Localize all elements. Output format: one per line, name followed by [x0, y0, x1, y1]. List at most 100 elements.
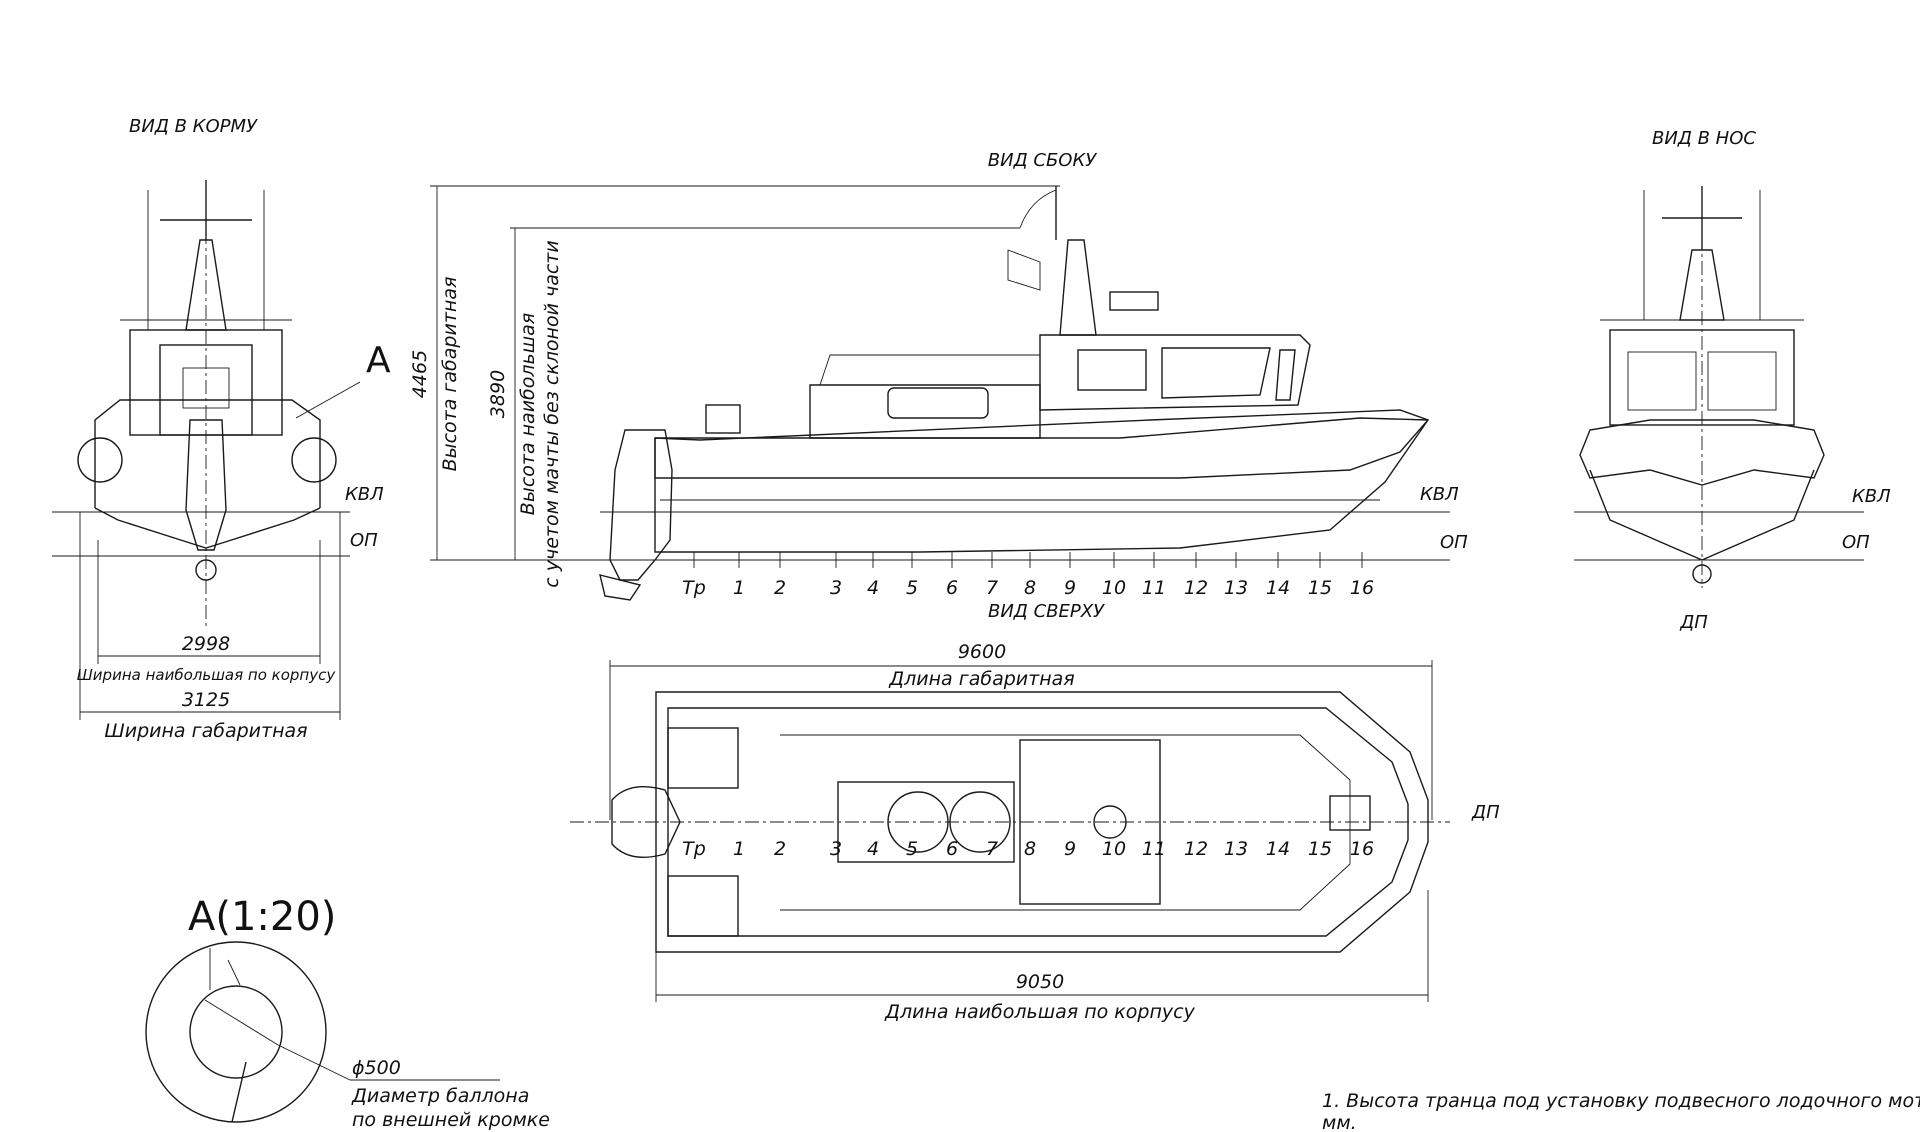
top-frame-marks: Тр 1 2 3 4 5 6 7 8 9 10 11 12 13 14 15 1… — [682, 838, 1374, 860]
top-dp-label: ДП — [1471, 802, 1500, 823]
bow-propeller-icon — [1692, 564, 1712, 584]
top-stern-box-left — [667, 727, 739, 789]
side-frame-label: 5 — [906, 577, 918, 599]
stern-view-title: ВИД В КОРМУ — [129, 116, 258, 137]
side-frame-label: 6 — [946, 577, 958, 599]
mast-height-label-1: Высота наибольшая — [517, 313, 539, 515]
top-frame-label: 2 — [774, 838, 786, 860]
detail-hull-edge — [231, 1061, 247, 1123]
stern-dim-hull-beam-value: 2998 — [182, 633, 230, 655]
top-dim-overall-length-value: 9600 — [958, 641, 1006, 663]
top-frame-label: 11 — [1142, 838, 1166, 860]
side-frame-label: 13 — [1224, 577, 1248, 599]
side-propeller-icon — [599, 574, 642, 601]
top-frame-label: 5 — [906, 838, 918, 860]
top-liferaft-icon — [949, 791, 1011, 853]
side-kvl-label: КВЛ — [1420, 484, 1459, 505]
top-frame-label: 10 — [1102, 838, 1126, 860]
side-frame-label: 9 — [1064, 577, 1076, 599]
side-frame-label: 1 — [733, 577, 745, 599]
bow-mast — [1679, 249, 1725, 321]
side-frame-marks: Тр 1 2 3 4 5 6 7 8 9 10 11 12 1 — [682, 552, 1374, 599]
bow-tube — [1579, 419, 1825, 486]
bow-view-title: ВИД В НОС — [1652, 128, 1756, 149]
top-view-title: ВИД СВЕРХУ — [988, 601, 1105, 622]
top-frame-label: 6 — [946, 838, 958, 860]
stern-hull-side — [94, 399, 321, 508]
side-view: ВИД СБОКУ КВЛ ОП Тр 1 — [430, 150, 1468, 601]
top-cabin — [1019, 739, 1161, 905]
detail-diameter-line — [204, 999, 279, 1046]
bow-kvl-label: КВЛ — [1852, 486, 1891, 507]
side-view-title: ВИД СБОКУ — [988, 150, 1097, 171]
stern-tube-left — [77, 437, 123, 483]
top-frame-label: 8 — [1024, 838, 1036, 860]
detail-outer-circle — [145, 941, 327, 1123]
top-frame-label: Тр — [682, 838, 706, 860]
side-frame-label: 10 — [1102, 577, 1126, 599]
height-dimensions: 4465 Высота габаритная 3890 Высота наибо… — [409, 185, 1060, 588]
top-hull-outline — [655, 691, 1429, 953]
top-dim-hull-length-value: 9050 — [1016, 971, 1064, 993]
top-bow-hatch — [1329, 795, 1371, 831]
stern-mast — [185, 239, 227, 331]
stern-door — [159, 344, 253, 436]
stern-dim-overall-beam-value: 3125 — [182, 689, 230, 711]
side-frame-label: 8 — [1024, 577, 1036, 599]
side-window-3 — [1275, 349, 1296, 401]
detail-a: А(1:20) ϕ500 Диаметр баллона по внешней … — [145, 894, 550, 1131]
side-op-label: ОП — [1440, 532, 1468, 553]
stern-dim-overall-beam-label: Ширина габаритная — [104, 720, 307, 742]
side-frame-label: Тр — [682, 577, 706, 599]
side-frame-label: 3 — [830, 577, 842, 599]
side-mast-arc — [1019, 189, 1057, 229]
top-outboard-motor — [611, 786, 681, 858]
top-frame-label: 16 — [1350, 838, 1374, 860]
side-frame-label: 7 — [986, 577, 998, 599]
side-seat — [705, 404, 741, 434]
detail-tube-circle — [189, 985, 283, 1079]
side-console-window — [887, 387, 989, 419]
top-view: ВИД СВЕРХУ 9600 Длина габаритная 9050 Дл… — [570, 601, 1500, 1023]
stern-tube-right — [291, 437, 337, 483]
side-flag — [1007, 249, 1041, 291]
top-dim-hull-length-label: Длина наибольшая по корпусу — [884, 1001, 1195, 1023]
top-frame-label: 13 — [1224, 838, 1248, 860]
side-hull-sheer — [655, 417, 1429, 439]
top-tube-inner — [667, 707, 1409, 937]
side-frame-label: 12 — [1184, 577, 1208, 599]
stern-callout-leader — [295, 381, 361, 419]
side-console — [809, 384, 1041, 439]
detail-diameter-label-1: Диаметр баллона — [351, 1085, 529, 1107]
stern-propeller-icon — [195, 559, 217, 581]
side-frame-label: 4 — [867, 577, 879, 599]
side-frame-label: 14 — [1266, 577, 1290, 599]
note-1-line-1: 1. Высота транца под установку подвесног… — [1322, 1090, 1920, 1112]
top-frame-label: 4 — [867, 838, 879, 860]
bow-window-right — [1707, 351, 1777, 411]
top-console — [837, 781, 1015, 863]
bow-op-label: ОП — [1842, 532, 1870, 553]
overall-height-label: Высота габаритная — [439, 277, 461, 472]
stern-hull-bottom — [94, 507, 321, 549]
top-liferaft-icon — [887, 791, 949, 853]
stern-view: ВИД В КОРМУ КВЛ ОП А — [52, 116, 391, 742]
side-radar — [1109, 291, 1159, 311]
detail-hull-lines — [209, 948, 241, 990]
bow-window-left — [1627, 351, 1697, 411]
top-radar-icon — [1093, 805, 1127, 839]
detail-diameter-label-2: по внешней кромке — [352, 1109, 550, 1131]
side-tube — [654, 409, 1430, 479]
mast-height-label-2: с учетом мачты без склоной части — [541, 240, 563, 587]
side-frame-label: 11 — [1142, 577, 1166, 599]
stern-outboard-motor — [185, 419, 227, 551]
bow-dp-label: ДП — [1679, 612, 1708, 633]
note-1-line-2: мм. — [1322, 1112, 1357, 1132]
bow-cabin — [1609, 329, 1795, 426]
side-rail — [819, 354, 1040, 386]
top-frame-label: 9 — [1064, 838, 1076, 860]
side-frame-label: 2 — [774, 577, 786, 599]
side-hull-profile — [654, 419, 1429, 553]
